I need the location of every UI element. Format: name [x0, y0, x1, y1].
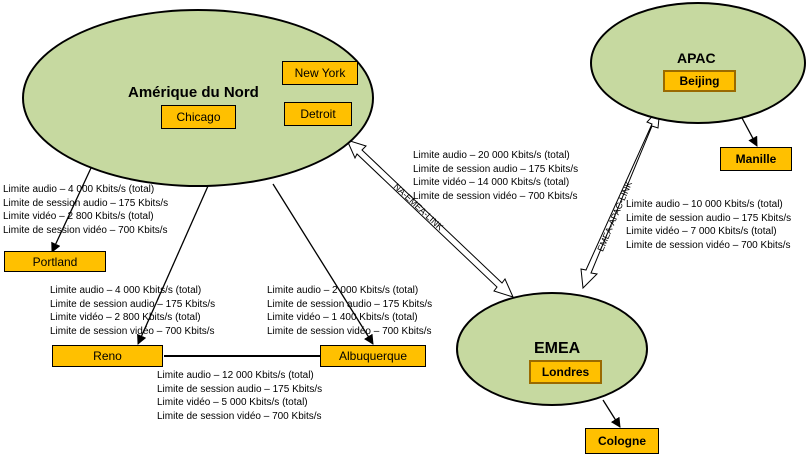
region-north-america — [22, 9, 374, 187]
limits-albuquerque: Limite audio – 2 000 Kbits/s (total) Lim… — [267, 284, 432, 338]
limit-session-audio: Limite de session audio – 175 Kbits/s — [3, 197, 169, 209]
apac-manille-line — [741, 117, 758, 147]
limit-audio: Limite audio – 20 000 Kbits/s (total) — [413, 150, 570, 161]
limit-session-video: Limite de session vidéo – 700 Kbits/s — [626, 239, 791, 251]
region-title-apac: APAC — [677, 50, 716, 66]
limit-video: Limite vidéo – 2 800 Kbits/s (total) — [50, 312, 201, 323]
limit-audio: Limite audio – 12 000 Kbits/s (total) — [157, 370, 314, 381]
limit-session-audio: Limite de session audio – 175 Kbits/s — [157, 383, 323, 395]
site-reno: Reno — [52, 345, 163, 367]
limit-session-audio: Limite de session audio – 175 Kbits/s — [413, 163, 579, 175]
site-beijing: Beijing — [663, 70, 736, 92]
site-manille: Manille — [720, 147, 792, 171]
limit-video: Limite vidéo – 2 800 Kbits/s (total) — [3, 211, 154, 222]
site-detroit: Detroit — [284, 102, 352, 126]
site-portland: Portland — [4, 251, 106, 272]
limit-video: Limite vidéo – 1 400 Kbits/s (total) — [267, 312, 418, 323]
limits-reno-albuquerque: Limite audio – 12 000 Kbits/s (total) Li… — [157, 369, 322, 423]
limits-portland: Limite audio – 4 000 Kbits/s (total) Lim… — [3, 183, 168, 237]
limit-session-video: Limite de session vidéo – 700 Kbits/s — [413, 190, 578, 202]
limit-audio: Limite audio – 4 000 Kbits/s (total) — [3, 184, 155, 195]
limits-reno: Limite audio – 4 000 Kbits/s (total) Lim… — [50, 284, 215, 338]
limit-session-audio: Limite de session audio – 175 Kbits/s — [267, 298, 433, 310]
region-title-emea: EMEA — [534, 340, 581, 357]
limit-session-video: Limite de session vidéo – 700 Kbits/s — [3, 224, 168, 236]
limit-audio: Limite audio – 2 000 Kbits/s (total) — [267, 285, 419, 296]
na-albuquerque-line — [272, 183, 374, 345]
limits-na-emea: Limite audio – 20 000 Kbits/s (total) Li… — [413, 149, 578, 203]
region-title-north-america: Amérique du Nord — [128, 84, 259, 101]
limit-video: Limite vidéo – 5 000 Kbits/s (total) — [157, 397, 308, 408]
limit-audio: Limite audio – 4 000 Kbits/s (total) — [50, 285, 202, 296]
limit-video: Limite vidéo – 7 000 Kbits/s (total) — [626, 226, 777, 237]
limit-video: Limite vidéo – 14 000 Kbits/s (total) — [413, 177, 570, 188]
limit-session-video: Limite de session vidéo – 700 Kbits/s — [50, 325, 215, 337]
limit-session-audio: Limite de session audio – 175 Kbits/s — [626, 212, 792, 224]
site-new-york: New York — [282, 61, 358, 85]
site-cologne: Cologne — [585, 428, 659, 454]
limit-session-video: Limite de session vidéo – 700 Kbits/s — [157, 410, 322, 422]
site-albuquerque: Albuquerque — [320, 345, 426, 367]
site-chicago: Chicago — [161, 105, 236, 129]
site-londres: Londres — [529, 360, 602, 384]
limit-session-audio: Limite de session audio – 175 Kbits/s — [50, 298, 216, 310]
limit-session-video: Limite de session vidéo – 700 Kbits/s — [267, 325, 432, 337]
limit-audio: Limite audio – 10 000 Kbits/s (total) — [626, 199, 783, 210]
limits-emea-apac: Limite audio – 10 000 Kbits/s (total) Li… — [626, 198, 791, 252]
region-emea — [456, 292, 648, 406]
emea-cologne-line — [602, 399, 621, 428]
na-reno-line — [137, 185, 209, 345]
region-apac — [590, 2, 806, 124]
